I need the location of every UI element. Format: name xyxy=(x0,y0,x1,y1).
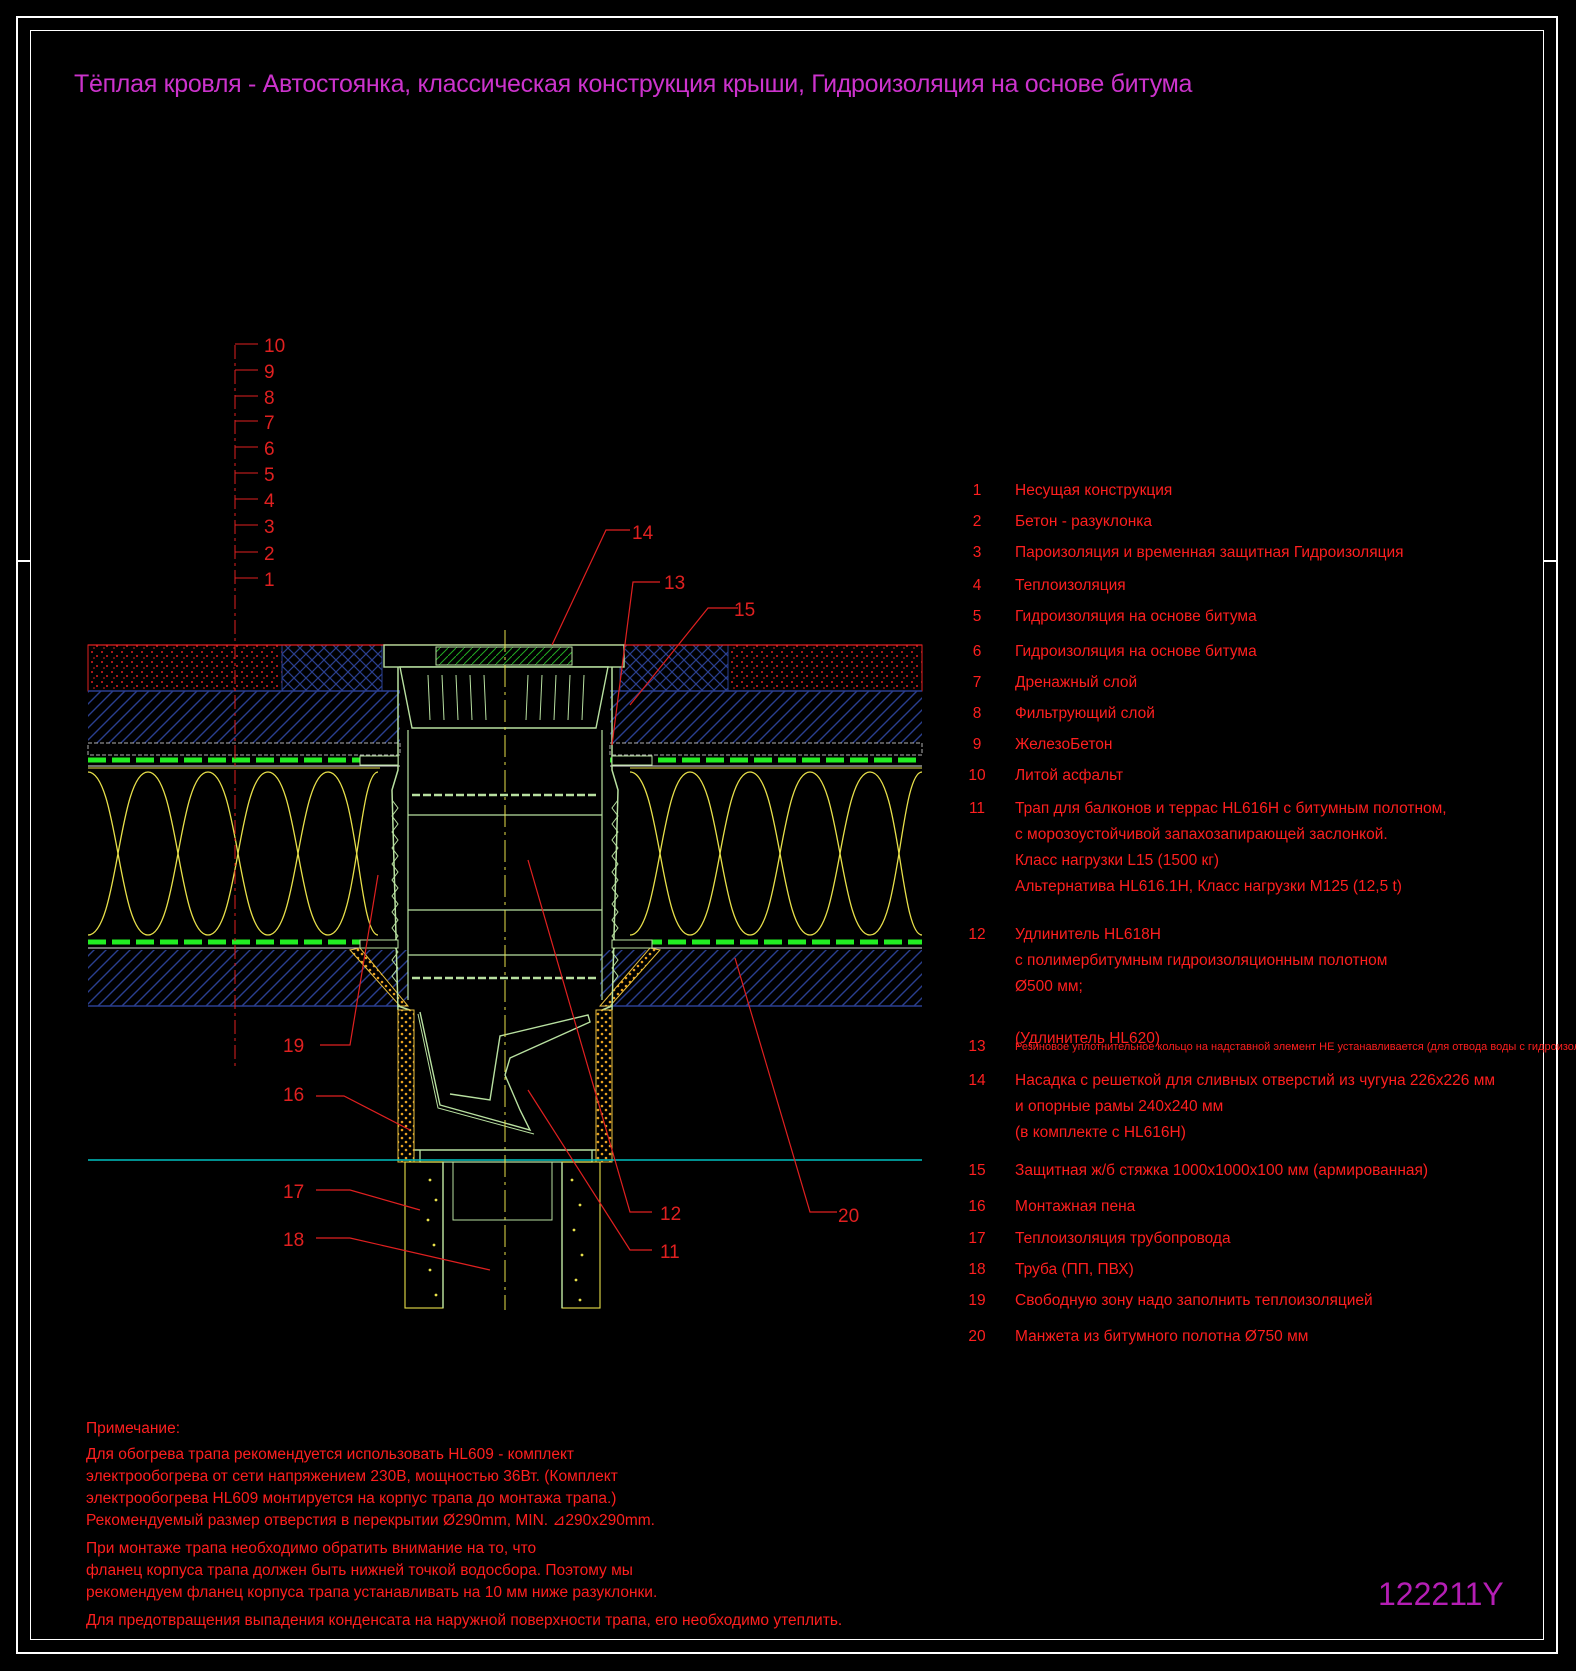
legend-text: Теплоизоляция трубопровода xyxy=(1015,1230,1231,1247)
note-line: фланец корпуса трапа должен быть нижней … xyxy=(86,1562,633,1579)
legend-text: Гидроизоляция на основе битума xyxy=(1015,643,1257,660)
legend-number: 2 xyxy=(972,513,982,530)
notes-heading: Примечание: xyxy=(86,1420,181,1437)
callout-11: 11 xyxy=(660,1242,680,1263)
mounting-foam-right xyxy=(595,1009,613,1163)
legend-text: Свободную зону надо заполнить теплоизоля… xyxy=(1015,1292,1373,1309)
layer-label-10: 10 xyxy=(264,336,285,357)
note-line: При монтаже трапа необходимо обратить вн… xyxy=(86,1540,537,1557)
note-line: Для предотвращения выпадения конденсата … xyxy=(86,1612,843,1629)
legend-text: Манжета из битумного полотна Ø750 мм xyxy=(1015,1328,1309,1345)
insulation-left xyxy=(88,768,378,938)
callout-12: 12 xyxy=(660,1204,681,1225)
notes: Примечание: Для обогрева трапа рекомендуе… xyxy=(86,1418,842,1632)
note-line: Рекомендуемый размер отверстия в перекры… xyxy=(86,1512,655,1529)
layer-label-4: 4 xyxy=(264,491,275,512)
legend-number: 4 xyxy=(972,577,982,594)
rc-layer-left xyxy=(88,691,400,743)
callout-13: 13 xyxy=(664,573,685,594)
layer-label-3: 3 xyxy=(264,517,275,538)
layer-label-5: 5 xyxy=(264,465,275,486)
layer-label-9: 9 xyxy=(264,362,275,383)
callout-16: 16 xyxy=(283,1085,304,1106)
legend-text: Бетон - разуклонка xyxy=(1015,513,1153,530)
layer-label-1: 1 xyxy=(264,570,275,591)
legend-number: 13 xyxy=(968,1038,986,1055)
legend-text: и опорные рамы 240x240 мм xyxy=(1015,1098,1224,1115)
legend-number: 20 xyxy=(968,1328,986,1345)
legend-text: Трап для балконов и террас HL616H с биту… xyxy=(1015,800,1447,817)
legend-text: Монтажная пена xyxy=(1015,1198,1136,1215)
legend-text: Ø500 мм; xyxy=(1015,978,1083,995)
note-line: электрообогрева HL609 монтируется на кор… xyxy=(86,1490,617,1507)
legend-text: Литой асфальт xyxy=(1015,767,1124,784)
legend-number: 12 xyxy=(968,926,986,943)
legend-number: 6 xyxy=(972,643,982,660)
rc-layer-right xyxy=(610,691,922,743)
frame-tick-left xyxy=(16,560,30,562)
callout-17: 17 xyxy=(283,1182,304,1203)
legend-text: Резиновое уплотнительное кольцо на надст… xyxy=(1015,1041,1576,1053)
callout-19: 19 xyxy=(283,1036,304,1057)
legend-number: 9 xyxy=(972,736,982,753)
structural-slab-right xyxy=(600,950,922,1006)
note-line: Для обогрева трапа рекомендуется использ… xyxy=(86,1446,575,1463)
callout-14: 14 xyxy=(632,523,654,544)
legend-number: 18 xyxy=(968,1261,986,1278)
legend-number: 15 xyxy=(968,1162,986,1179)
legend-number: 14 xyxy=(968,1072,986,1089)
mounting-foam-left xyxy=(397,1009,415,1163)
legend-text: с полимербитумным гидроизоляционным поло… xyxy=(1015,952,1388,969)
asphalt-left xyxy=(87,644,283,692)
legend-text: с морозоустойчивой запахозапирающей засл… xyxy=(1015,826,1388,843)
insulation-right xyxy=(630,768,922,938)
slab-right xyxy=(619,644,729,692)
drawing-title: Тёплая кровля - Автостоянка, классическа… xyxy=(74,70,1193,98)
legend-text: Удлинитель HL618H xyxy=(1015,926,1161,943)
note-line: электрообогрева от сети напряжением 230В… xyxy=(86,1468,618,1485)
legend-text: Класс нагрузки L15 (1500 кг) xyxy=(1015,852,1220,869)
legend-text: ЖелезоБетон xyxy=(1015,736,1113,753)
legend-number: 17 xyxy=(968,1230,986,1247)
legend-number: 3 xyxy=(972,544,982,561)
legend-text: Несущая конструкция xyxy=(1015,482,1173,499)
legend-text: Фильтрующий слой xyxy=(1015,705,1155,722)
drawing-code: 122211Y xyxy=(1378,1576,1504,1612)
legend-text: Труба (ПП, ПВХ) xyxy=(1015,1261,1134,1278)
legend-text: (в комплекте с HL616H) xyxy=(1015,1124,1186,1141)
inner-frame xyxy=(30,30,1544,1640)
legend-number: 8 xyxy=(972,705,982,722)
outer-frame xyxy=(16,16,1558,1654)
legend-text: Защитная ж/б стяжка 1000x1000x100 мм (ар… xyxy=(1015,1162,1429,1179)
legend-text: Насадка с решеткой для сливных отверстий… xyxy=(1015,1072,1496,1089)
frame-tick-right xyxy=(1544,560,1558,562)
legend-number: 19 xyxy=(968,1292,986,1309)
note-line: рекомендуем фланец корпуса трапа устанав… xyxy=(86,1584,658,1601)
callout-18: 18 xyxy=(283,1230,304,1251)
callout-20: 20 xyxy=(838,1206,859,1227)
legend-number: 1 xyxy=(972,482,982,499)
legend-text: Гидроизоляция на основе битума xyxy=(1015,608,1257,625)
legend-number: 5 xyxy=(972,608,982,625)
legend-text: Дренажный слой xyxy=(1015,674,1138,691)
legend-number: 7 xyxy=(972,674,982,691)
legend-text: Теплоизоляция xyxy=(1015,577,1126,594)
legend-number: 10 xyxy=(968,767,986,784)
slab-left xyxy=(281,644,383,692)
layer-label-2: 2 xyxy=(264,544,275,565)
asphalt-right xyxy=(727,644,923,692)
legend-number: 11 xyxy=(968,800,986,817)
legend-number: 16 xyxy=(968,1198,986,1215)
layer-label-7: 7 xyxy=(264,413,275,434)
layer-label-6: 6 xyxy=(264,439,275,460)
layer-label-8: 8 xyxy=(264,388,275,409)
legend-text: Пароизоляция и временная защитная Гидрои… xyxy=(1015,544,1404,561)
legend-text: Альтернатива HL616.1H, Класс нагрузки M1… xyxy=(1015,878,1402,895)
legend-text: (Удлинитель HL620) xyxy=(1015,1030,1161,1047)
callout-15: 15 xyxy=(734,600,755,621)
structural-slab-left xyxy=(88,950,408,1006)
